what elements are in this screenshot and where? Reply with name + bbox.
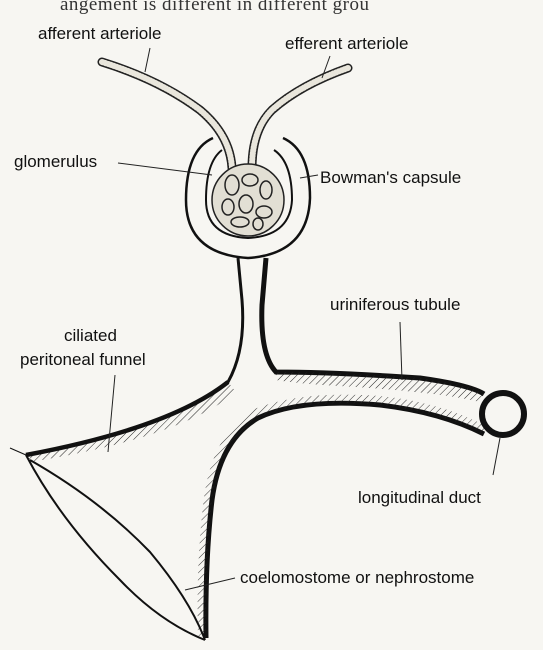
leader-lines	[108, 48, 500, 590]
afferent-arteriole-vessel	[102, 62, 232, 168]
funnel-opening	[10, 448, 205, 640]
ciliated-funnel-label-line1: ciliated	[64, 326, 117, 346]
afferent-arteriole-label: afferent arteriole	[38, 24, 161, 44]
glomerulus-tuft	[212, 164, 284, 236]
longitudinal-duct-shape	[482, 393, 524, 435]
funnel-upper-wall	[26, 382, 228, 455]
longitudinal-duct-label: longitudinal duct	[358, 488, 481, 508]
tubule-lower-hatching	[198, 395, 486, 638]
efferent-arteriole-label: efferent arteriole	[285, 34, 408, 54]
coelomostome-label: coelomostome or nephrostome	[240, 568, 474, 588]
ciliated-funnel-label-line2: peritoneal funnel	[20, 350, 146, 370]
glomerulus-label: glomerulus	[14, 152, 97, 172]
bowmans-capsule-label: Bowman's capsule	[320, 168, 461, 188]
tubule-lower-wall	[206, 403, 484, 638]
uriniferous-tubule-label: uriniferous tubule	[330, 295, 460, 315]
